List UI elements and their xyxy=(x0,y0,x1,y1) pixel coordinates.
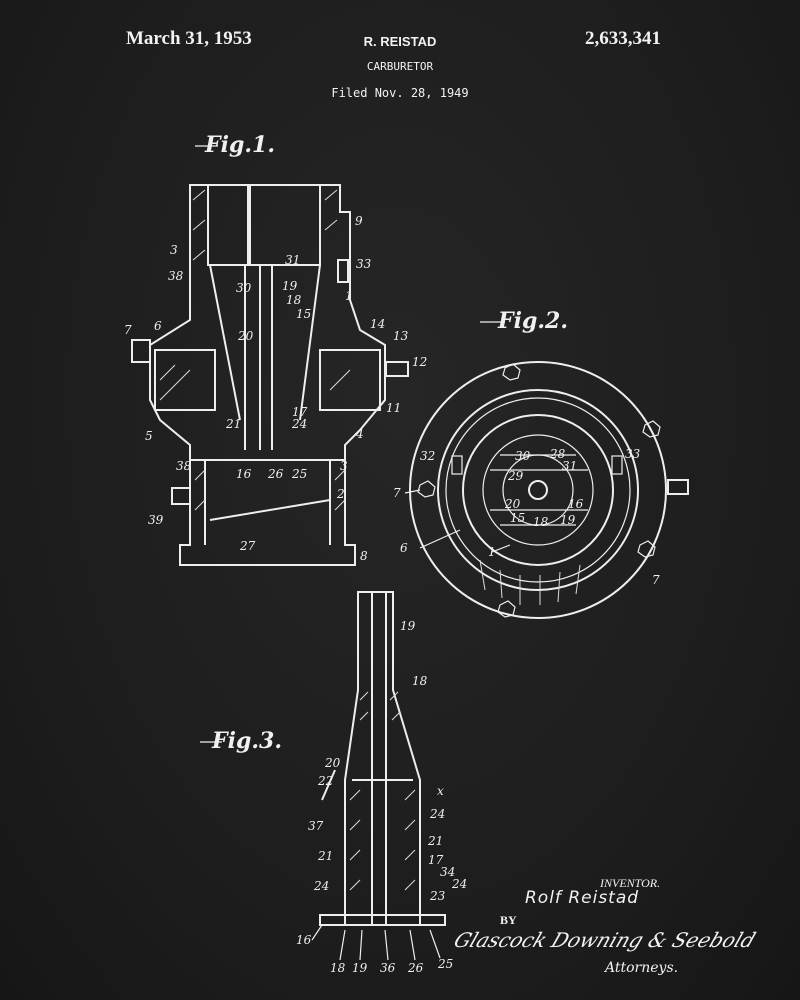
label: 33 xyxy=(625,447,641,461)
label: 3 xyxy=(340,459,348,473)
label: 9 xyxy=(355,214,363,228)
attorneys-label: Attorneys. xyxy=(605,960,679,976)
by-label: BY xyxy=(500,913,517,927)
label: 17 xyxy=(292,405,308,419)
filed-date: Filed Nov. 28, 1949 xyxy=(331,86,469,100)
label: 15 xyxy=(296,307,311,321)
label: 22 xyxy=(317,774,333,788)
label: 23 xyxy=(429,889,446,903)
label: 24 xyxy=(429,807,445,821)
inventor-name: Rolf Reistad xyxy=(525,888,640,908)
label: 28 xyxy=(549,447,566,461)
label: 25 xyxy=(437,957,453,971)
label: x xyxy=(437,784,444,798)
label: 30 xyxy=(236,281,252,295)
label: 31 xyxy=(562,459,577,473)
label: 15 xyxy=(510,511,525,525)
figure-3-labels: 19 18 20 22 x 24 37 21 21 17 34 24 24 23… xyxy=(296,619,467,975)
label: 24 xyxy=(291,417,307,431)
label: 8 xyxy=(360,549,368,563)
label: 30 xyxy=(515,449,531,463)
label: 19 xyxy=(400,619,416,633)
label: 24 xyxy=(451,877,467,891)
label: 5 xyxy=(145,429,153,443)
label: 11 xyxy=(386,401,401,415)
label: 38 xyxy=(176,459,192,473)
label: 21 xyxy=(225,417,241,431)
figure-3-title: Fig.3. xyxy=(211,728,282,754)
label: 18 xyxy=(533,515,549,529)
label: 14 xyxy=(370,317,385,331)
label: 6 xyxy=(154,319,162,333)
label: 20 xyxy=(504,497,521,511)
label: 7 xyxy=(393,486,401,500)
label: 25 xyxy=(291,467,307,481)
label: 32 xyxy=(420,449,435,463)
label: 16 xyxy=(568,497,584,511)
inventor-label: INVENTOR. xyxy=(600,876,661,890)
inventor-header: R. REISTAD xyxy=(363,34,437,49)
patent-title: CARBURETOR xyxy=(366,60,434,73)
patent-date: March 31, 1953 xyxy=(126,28,252,49)
attorney-signature: Glascock Downing & Seebold xyxy=(450,928,759,952)
label: 31 xyxy=(285,253,300,267)
label: 18 xyxy=(286,293,302,307)
label: 12 xyxy=(412,355,427,369)
label: 26 xyxy=(407,961,424,975)
figure-1-labels: 9 3 31 33 38 30 19 18 1 15 7 6 14 13 12 … xyxy=(124,214,427,563)
label: 7 xyxy=(652,573,660,587)
label: 29 xyxy=(507,469,524,483)
label: 34 xyxy=(440,865,455,879)
figure-3: Fig.3. 19 18 20 22 x 24 37 21 21 17 34 2… xyxy=(200,591,467,975)
figure-1: Fig.1. 9 3 31 33 38 30 19 18 1 15 7 6 14… xyxy=(124,132,427,566)
label: 20 xyxy=(324,756,341,770)
figure-2-labels: 32 30 28 31 33 29 20 15 18 19 16 7 6 1 7 xyxy=(393,447,660,587)
label: 1 xyxy=(488,545,496,559)
label: 38 xyxy=(168,269,184,283)
label: 26 xyxy=(267,467,284,481)
patent-number: 2,633,341 xyxy=(585,28,661,49)
label: 24 xyxy=(313,879,329,893)
label: 18 xyxy=(330,961,346,975)
label: 20 xyxy=(237,329,254,343)
label: 37 xyxy=(308,819,324,833)
label: 6 xyxy=(400,541,408,555)
label: 33 xyxy=(356,257,372,271)
label: 39 xyxy=(148,513,164,527)
label: 2 xyxy=(336,487,345,501)
label: 17 xyxy=(428,853,444,867)
label: 4 xyxy=(355,427,364,441)
figure-2: Fig.2. 32 30 28 31 33 29 20 15 xyxy=(393,308,689,619)
label: 21 xyxy=(427,834,443,848)
label: 19 xyxy=(282,279,298,293)
label: 7 xyxy=(124,323,132,337)
label: 21 xyxy=(317,849,333,863)
label: 36 xyxy=(380,961,396,975)
label: 13 xyxy=(393,329,409,343)
label: 19 xyxy=(352,961,368,975)
label: 1 xyxy=(345,289,353,303)
label: 16 xyxy=(296,933,312,947)
label: 18 xyxy=(412,674,428,688)
figure-2-title: Fig.2. xyxy=(497,308,568,334)
label: 16 xyxy=(236,467,252,481)
label: 19 xyxy=(560,513,576,527)
label: 3 xyxy=(170,243,178,257)
figure-1-title: Fig.1. xyxy=(204,132,275,158)
label: 27 xyxy=(239,539,256,553)
